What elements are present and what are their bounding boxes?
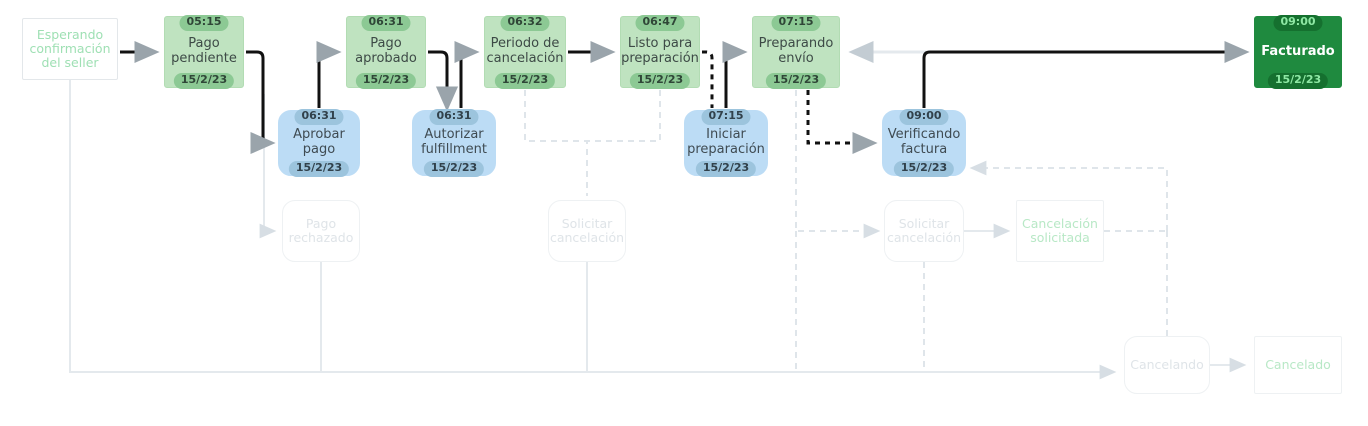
node-solicitar-c2-label: Solicitar cancelación [886,215,962,245]
edge-pagopend-aprobar [246,50,276,155]
node-iniciar-prep-label: Iniciar preparación [687,127,765,157]
node-autorizar-ff-label: Autorizar fulfillment [421,127,487,157]
node-cancelado-label: Cancelado [1265,356,1331,372]
edge-listo-iniciar [702,50,714,108]
node-facturado-time-badge: 09:00 [1273,15,1323,31]
edge-pagopend-rechazado [259,94,277,239]
edge-preparando-verif [806,90,878,155]
node-cancelando-label: Cancelando [1130,356,1204,372]
node-solicitar-c2[interactable]: Solicitar cancelación [884,200,964,262]
node-periodo-cancel-date-badge: 15/2/23 [494,73,556,89]
node-facturado-label: Facturado [1261,43,1335,59]
edge-listo-solicitar1 [587,90,661,142]
node-pago-rechazado[interactable]: Pago rechazado [282,200,360,262]
node-pago-pendiente-date-badge: 15/2/23 [173,73,235,89]
node-preparando-envio-date-badge: 15/2/23 [765,73,827,89]
node-preparando-envio-label: Preparando envío [758,36,834,66]
node-solicitar-c1-label: Solicitar cancelación [549,215,625,245]
edge-esperando-tail [69,80,1117,380]
node-aprobar-pago-date-badge: 15/2/23 [288,161,350,177]
node-pago-aprobado-time-badge: 06:31 [361,15,411,31]
edge-periodo-solicitar1 [524,90,588,196]
node-verificando-fac-time-badge: 09:00 [899,109,949,125]
node-pago-aprobado-date-badge: 15/2/23 [355,73,417,89]
edge-iniciar-preparando [722,40,748,108]
node-listo-prep-date-badge: 15/2/23 [629,73,691,89]
node-iniciar-prep-time-badge: 07:15 [701,109,751,125]
node-periodo-cancel-label: Periodo de cancelación [486,36,564,66]
node-autorizar-ff-date-badge: 15/2/23 [423,161,485,177]
node-pago-aprobado-label: Pago aprobado [355,36,417,66]
node-esperando-label: Esperando confirmación del seller [29,26,111,71]
node-preparando-envio-time-badge: 07:15 [771,15,821,31]
node-facturado-date-badge: 15/2/23 [1267,73,1329,89]
node-cancelando[interactable]: Cancelando [1124,336,1210,394]
node-pago-pendiente-time-badge: 05:15 [179,15,229,31]
node-verificando-fac-label: Verificando factura [887,127,961,157]
edge-aprobar-pagoaprob [316,40,342,108]
node-periodo-cancel-time-badge: 06:32 [500,15,550,31]
node-aprobar-pago-label: Aprobar pago [293,127,345,157]
node-esperando[interactable]: Esperando confirmación del seller [22,18,118,80]
edge-cancelsolic-verif [969,160,1168,231]
edge-pagoaprob-autorizar [428,50,459,112]
node-cancelado[interactable]: Cancelado [1254,336,1342,394]
edge-preparando-solic2 [795,90,881,239]
edge-verif-facturado [922,40,1250,108]
node-solicitar-c1[interactable]: Solicitar cancelación [548,200,626,262]
node-aprobar-pago-time-badge: 06:31 [294,109,344,125]
edge-autorizar-periodo [454,40,480,108]
node-cancel-solic-label: Cancelación solicitada [1022,215,1098,245]
node-listo-prep-time-badge: 06:47 [635,15,685,31]
node-pago-pendiente-label: Pago pendiente [171,36,237,66]
node-listo-prep-label: Listo para preparación [621,36,699,66]
node-autorizar-ff-time-badge: 06:31 [429,109,479,125]
node-pago-rechazado-label: Pago rechazado [288,215,354,245]
node-iniciar-prep-date-badge: 15/2/23 [695,161,757,177]
node-verificando-fac-date-badge: 15/2/23 [893,161,955,177]
node-cancel-solic[interactable]: Cancelación solicitada [1016,200,1104,262]
